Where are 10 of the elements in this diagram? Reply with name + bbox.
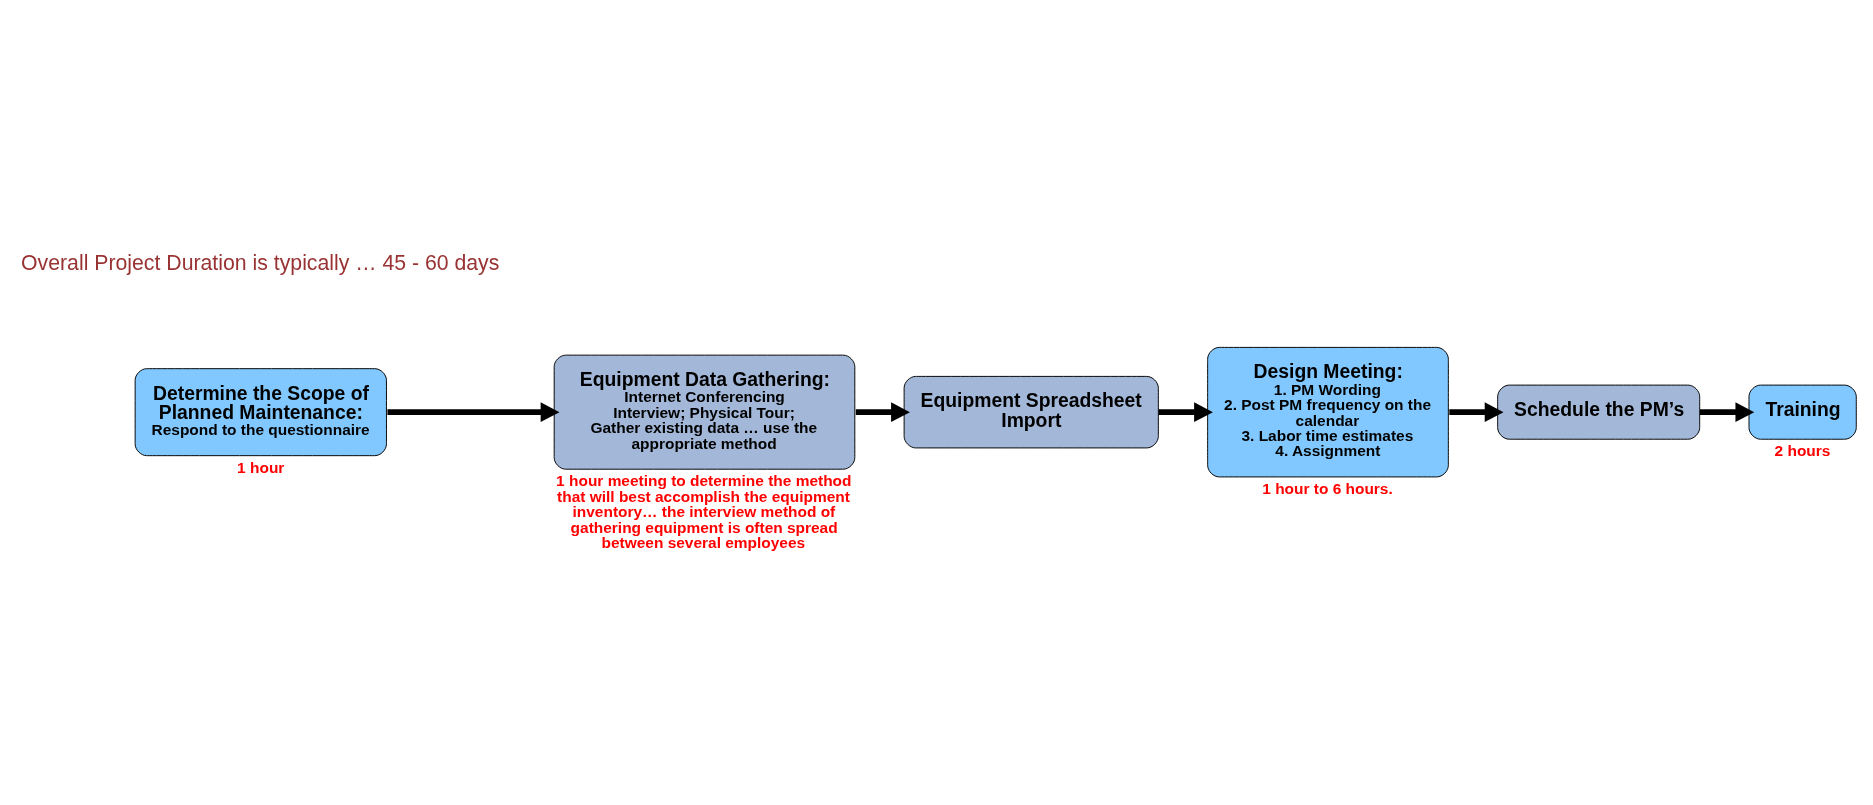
arrow — [1158, 402, 1213, 423]
label: Overall Project Duration is typically … 45 - 60 days — [21, 250, 500, 275]
arrow — [855, 402, 910, 423]
node-label: 2 hours — [1774, 442, 1831, 460]
arrow — [1699, 402, 1755, 423]
node-label: 1 hour meeting to determine the method that will best accomplish the equipment inventory… the interview method of gathering equipment is often spread between several employees — [556, 472, 852, 552]
arrow — [387, 402, 560, 423]
node-label: 1 hour — [237, 458, 285, 476]
arrow — [1449, 402, 1504, 423]
node-label: 1 hour to 6 hours. — [1262, 480, 1393, 498]
